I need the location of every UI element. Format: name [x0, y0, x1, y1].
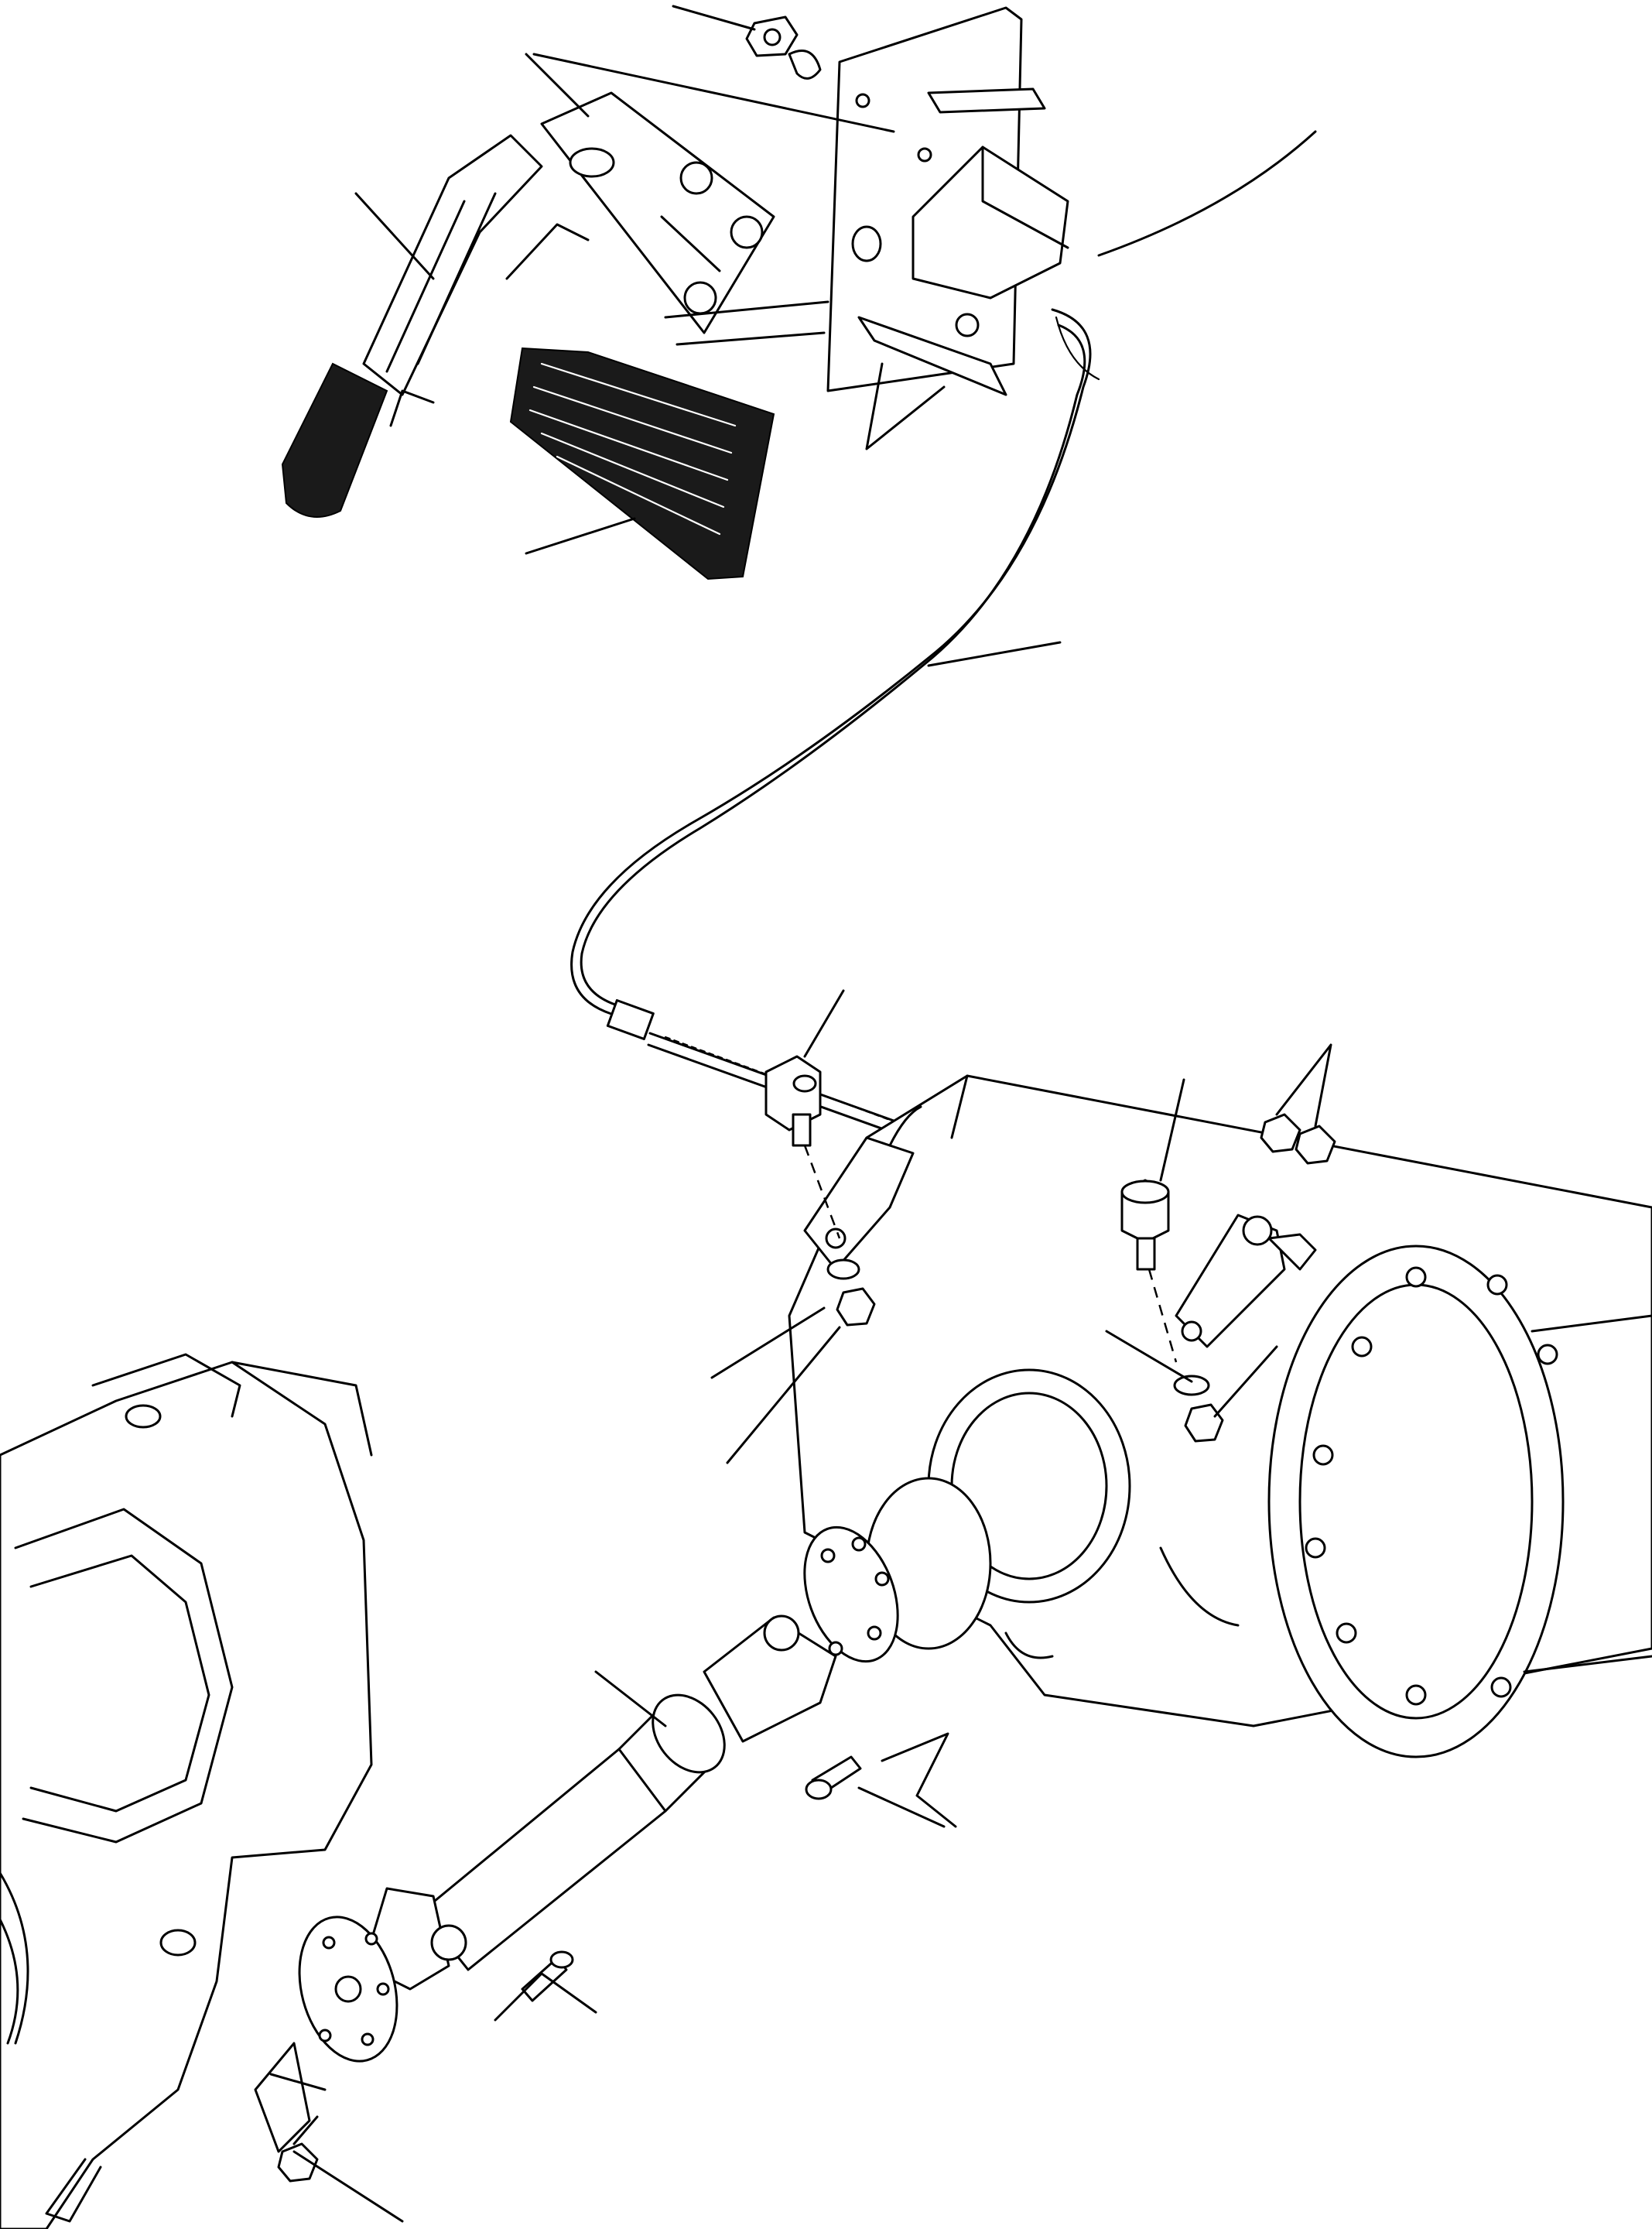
lever-grip — [281, 362, 388, 518]
top-nut — [745, 15, 822, 80]
flange-bolt-lower — [521, 1950, 574, 2002]
lever-arm — [362, 134, 543, 396]
cable-clamp — [764, 1055, 822, 1147]
alignment-lines — [803, 1145, 1178, 1363]
switch-bracket — [851, 146, 1069, 396]
jam-nuts — [1260, 1113, 1336, 1165]
leader-lines — [269, 5, 1332, 2223]
transmission-housing — [0, 1353, 373, 2229]
washer-nut-right — [1173, 1375, 1224, 1443]
mounting-plate — [826, 6, 1046, 392]
flange-nut-bottom — [277, 2142, 319, 2183]
bell-crank-lever — [1175, 1214, 1317, 1348]
brake-lever-assembly — [281, 91, 775, 518]
brake-cable — [570, 308, 1092, 1015]
clevis-pin — [1120, 1179, 1170, 1271]
washer-nut-left — [826, 1258, 876, 1327]
pedal-pad — [509, 347, 775, 580]
lever-bracket — [540, 91, 775, 334]
flange-bolt-upper — [805, 1755, 862, 1800]
axle-hub-flange — [1267, 1245, 1565, 1758]
drive-shaft — [298, 1525, 899, 2063]
